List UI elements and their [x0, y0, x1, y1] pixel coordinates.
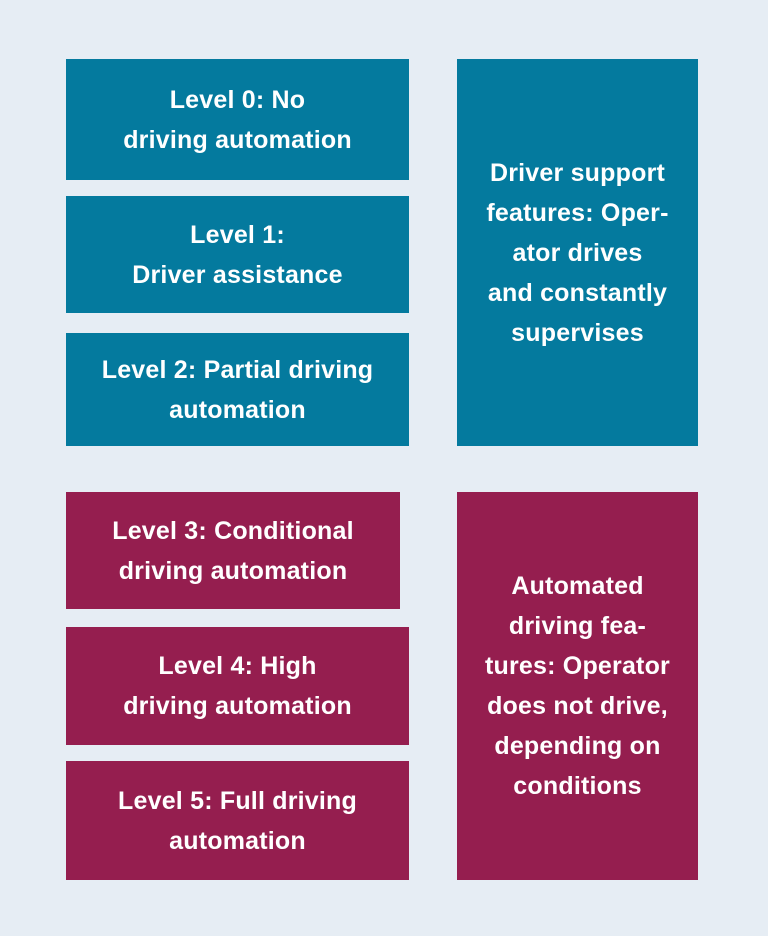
- automated-driving-summary-box: Automated driving fea- tures: Operator d…: [457, 492, 698, 880]
- level-3-label: Level 3: Conditional driving automation: [112, 516, 354, 585]
- level-3-box: Level 3: Conditional driving automation: [66, 492, 400, 609]
- level-4-label: Level 4: High driving automation: [123, 652, 352, 720]
- level-0-box: Level 0: No driving automation: [66, 59, 409, 180]
- level-2-box: Level 2: Partial driving automation: [66, 333, 409, 446]
- level-1-label: Level 1: Driver assistance: [132, 220, 343, 289]
- driver-support-summary-box: Driver support features: Oper- ator driv…: [457, 59, 698, 446]
- level-1-box: Level 1: Driver assistance: [66, 196, 409, 313]
- level-5-label: Level 5: Full driving automation: [118, 786, 357, 855]
- level-4-box: Level 4: High driving automation: [66, 627, 409, 745]
- level-5-box: Level 5: Full driving automation: [66, 761, 409, 880]
- automated-driving-summary-label: Automated driving fea- tures: Operator d…: [485, 572, 670, 800]
- driver-support-summary-label: Driver support features: Oper- ator driv…: [486, 158, 669, 347]
- level-0-label: Level 0: No driving automation: [123, 85, 352, 154]
- level-2-label: Level 2: Partial driving automation: [101, 355, 374, 424]
